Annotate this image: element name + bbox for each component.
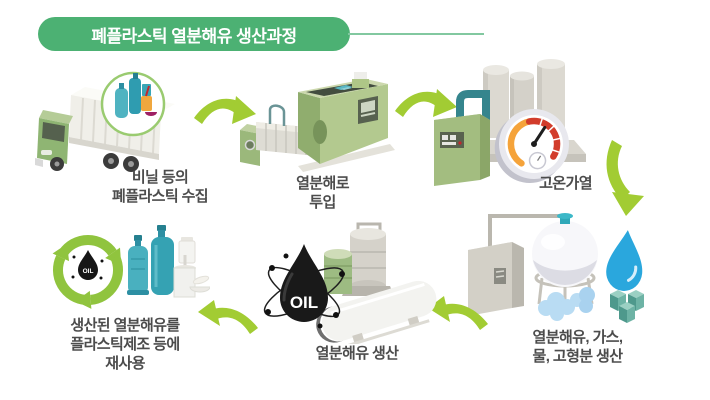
flow-arrow-right-2-icon <box>395 89 457 117</box>
heater-illustration <box>434 59 586 186</box>
horizontal-storage-tank <box>316 280 437 344</box>
step-label-heating: 고온가열 <box>539 175 592 192</box>
step-label-feed: 열분해로 투입 <box>296 175 349 211</box>
furnace-body <box>298 72 388 164</box>
sphere-vessel <box>532 213 598 308</box>
gas-clouds <box>538 287 595 321</box>
reactor-box <box>468 242 524 316</box>
step-label-reuse: 생산된 열분해유를 플라스틱제조 등에 재사용 <box>70 317 180 372</box>
heater-box <box>434 114 490 186</box>
teal-pipe <box>456 90 490 138</box>
flow-arrow-left-2-icon <box>198 300 258 334</box>
oil-production-illustration: OIL <box>263 222 437 344</box>
truck-illustration <box>35 71 175 172</box>
separator-illustration <box>468 213 644 323</box>
recycling-arrows-icon <box>52 235 124 309</box>
solid-cubes <box>610 290 644 323</box>
oil-drop-atom: OIL <box>263 244 345 329</box>
page-title: 폐플라스틱 열분해유 생산과정 <box>38 17 350 51</box>
temperature-gauge <box>494 109 569 183</box>
oil-badge-text-small: OIL <box>83 268 94 275</box>
white-containers <box>173 237 210 298</box>
flow-arrow-right-1-icon <box>194 96 256 124</box>
plastic-bottles <box>127 225 174 295</box>
flow-arrow-down-icon <box>606 140 644 216</box>
flow-arrow-left-1-icon <box>428 296 488 330</box>
step-label-separation: 열분해유, 가스, 물, 고형분 생산 <box>532 329 624 365</box>
title-connector-line <box>348 33 484 35</box>
water-drop <box>606 230 643 291</box>
page-title-text: 폐플라스틱 열분해유 생산과정 <box>91 26 297 46</box>
furnace-illustration <box>240 72 395 172</box>
reuse-illustration: OIL <box>52 225 210 309</box>
step-label-oil: 열분해유 생산 <box>315 345 399 362</box>
small-oil-drop: OIL <box>71 250 104 280</box>
process-tanks <box>324 222 394 296</box>
step-label-collect: 비닐 등의 폐플라스틱 수집 <box>112 169 209 205</box>
oil-badge-text: OIL <box>290 293 318 312</box>
plastic-waste-badge <box>100 71 166 137</box>
